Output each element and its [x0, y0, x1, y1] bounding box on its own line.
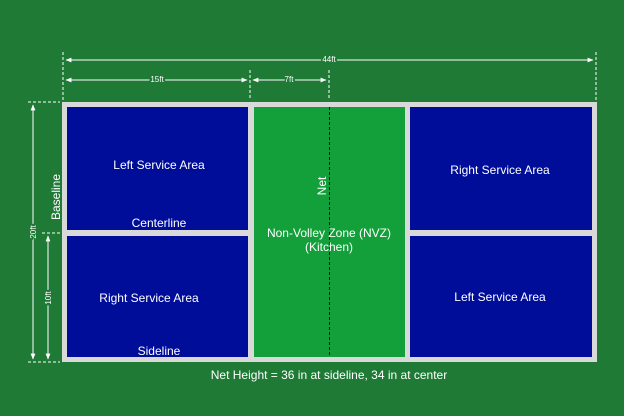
label-left-service-area-top: Left Service Area — [113, 158, 205, 172]
label-net: Net — [315, 176, 329, 195]
dim-label-20ft: 20ft — [29, 225, 38, 239]
label-left-service-area-bottom-right: Left Service Area — [454, 290, 546, 304]
dim-label-44ft: 44ft — [322, 55, 336, 64]
label-right-service-area-top: Right Service Area — [450, 163, 550, 177]
service-area-left-top — [67, 107, 248, 230]
label-sideline: Sideline — [138, 344, 181, 358]
service-area-left-bottom — [67, 236, 248, 357]
dim-label-10ft: 10ft — [44, 291, 53, 305]
label-centerline: Centerline — [132, 216, 187, 230]
label-net-height: Net Height = 36 in at sideline, 34 in at… — [211, 368, 447, 382]
dim-label-15ft: 15ft — [150, 75, 164, 84]
dim-label-7ft: 7ft — [285, 75, 295, 84]
service-area-right-bottom — [410, 236, 592, 357]
label-right-service-area-bottom-left: Right Service Area — [99, 291, 199, 305]
service-area-right-top — [410, 107, 592, 230]
label-nvz: Non-Volley Zone (NVZ) — [267, 226, 391, 240]
label-kitchen: (Kitchen) — [305, 240, 353, 254]
label-baseline: Baseline — [49, 174, 63, 220]
